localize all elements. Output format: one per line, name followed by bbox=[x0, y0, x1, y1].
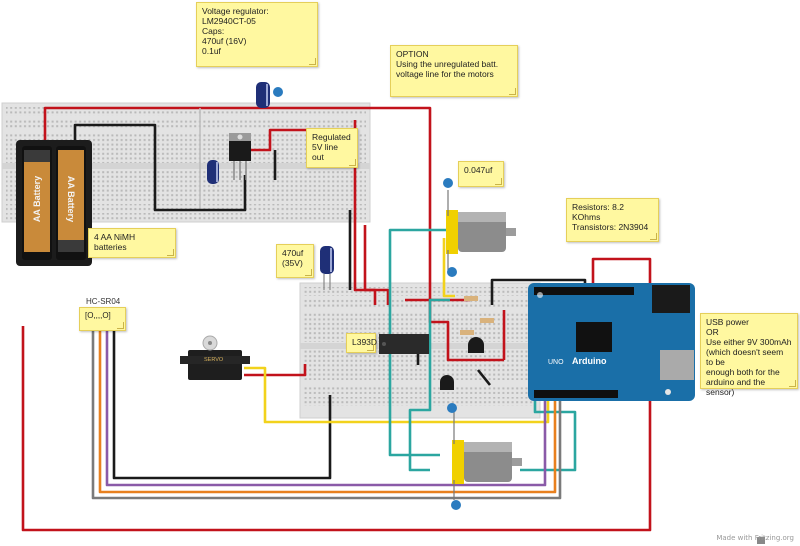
wire-red-long-bottom bbox=[21, 297, 652, 532]
note-batteries: 4 AA NiMH batteries bbox=[88, 228, 176, 258]
capacitor-470uf-16v bbox=[256, 82, 270, 108]
wire-black-reg bbox=[190, 175, 247, 212]
note-470uf-35v: 470uf (35V) bbox=[276, 244, 314, 278]
note-comparator: L393D bbox=[346, 333, 377, 353]
servo-label: SERVO bbox=[204, 357, 224, 363]
note-usb: USB power OR Use either 9V 300mAh (which… bbox=[700, 313, 798, 397]
wire-orange-sensor bbox=[98, 320, 557, 494]
wire-teal-arduino bbox=[520, 395, 577, 472]
wire-red-servo bbox=[244, 364, 307, 377]
wire-teal-motor-bottom bbox=[408, 298, 450, 472]
capacitor-0-1uf bbox=[273, 87, 283, 97]
wire-red-battery bbox=[43, 106, 432, 286]
arduino-brand: Arduino bbox=[572, 356, 607, 366]
resistors bbox=[460, 296, 494, 335]
fritzing-logo bbox=[757, 537, 765, 544]
wire-red-mid bbox=[363, 225, 390, 305]
arduino-uno bbox=[528, 283, 695, 401]
note-regulated: Regulated 5V line out bbox=[306, 128, 358, 168]
note-option: OPTION Using the unregulated batt. volta… bbox=[390, 45, 518, 97]
battery-label-1: AA Battery bbox=[32, 175, 42, 223]
servo bbox=[180, 335, 250, 380]
battery-pack bbox=[16, 140, 92, 266]
note-sensor: [O,,,,O] bbox=[79, 307, 126, 331]
capacitor-reg-small bbox=[207, 160, 219, 184]
note-resistors: Resistors: 8.2 KOhms Transistors: 2N3904 bbox=[566, 198, 659, 242]
battery-label-2: AA Battery bbox=[66, 175, 76, 223]
sensor-name: HC-SR04 bbox=[86, 297, 121, 306]
dc-motor-top bbox=[446, 190, 516, 270]
arduino-model: UNO bbox=[548, 359, 564, 366]
wire-red-regulated bbox=[250, 128, 330, 152]
wire-yellow-motor bbox=[442, 238, 455, 298]
wire-black-trans bbox=[476, 369, 492, 386]
wire-black-battery bbox=[73, 123, 190, 212]
capacitor-0-047uf-bottom bbox=[447, 403, 461, 510]
footer-credit: Made with Fritzing.org bbox=[716, 534, 794, 542]
dc-motor-bottom bbox=[452, 412, 522, 500]
transistor-2 bbox=[440, 375, 454, 390]
wire-purple-sensor bbox=[105, 320, 547, 487]
capacitor-470uf-35v bbox=[320, 246, 334, 290]
wire-gray-sensor bbox=[91, 320, 562, 500]
wire-red-usb bbox=[591, 257, 652, 297]
note-0-047uf: 0.047uf bbox=[458, 161, 504, 187]
transistor-1 bbox=[468, 337, 484, 353]
comparator-chip bbox=[379, 334, 429, 354]
capacitor-0-047uf-top bbox=[443, 178, 457, 277]
voltage-regulator bbox=[229, 133, 251, 180]
note-voltage-regulator: Voltage regulator: LM2940CT-05 Caps: 470… bbox=[196, 2, 318, 67]
wire-black-servo bbox=[112, 320, 332, 480]
